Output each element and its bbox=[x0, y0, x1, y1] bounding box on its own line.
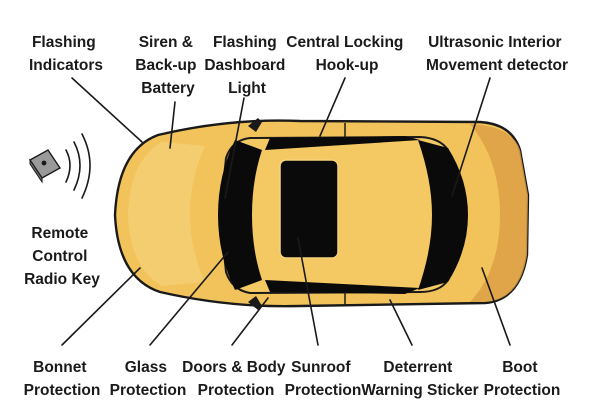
radio-signal-waves-icon bbox=[65, 133, 91, 199]
leader-doors-body bbox=[231, 297, 269, 346]
label-boot: Boot Protection bbox=[484, 359, 561, 399]
label-doors-body: Doors & Body Protection bbox=[182, 359, 290, 399]
label-glass: Glass Protection bbox=[110, 359, 187, 399]
label-flashing-indicators: Flashing Indicators bbox=[29, 34, 103, 74]
bonnet-highlight bbox=[128, 142, 205, 286]
leader-deterrent bbox=[389, 299, 413, 346]
rear-window-glass bbox=[418, 140, 468, 290]
remote-key-fob-icon bbox=[28, 149, 62, 184]
label-dashboard-light: Flashing Dashboard Light bbox=[204, 34, 289, 97]
car-top-view-icon bbox=[113, 118, 530, 310]
side-window-bottom bbox=[265, 280, 420, 294]
label-central-locking: Central Locking Hook-up bbox=[286, 34, 407, 74]
leader-central-locking bbox=[319, 77, 346, 137]
leader-bonnet bbox=[61, 267, 141, 346]
leader-ultrasonic bbox=[451, 77, 491, 197]
car-rear-shading bbox=[470, 124, 528, 302]
label-remote-key: Remote Control Radio Key bbox=[24, 225, 100, 288]
mirror-bottom bbox=[248, 296, 262, 310]
leader-sunroof bbox=[297, 237, 319, 346]
mirror-top bbox=[248, 118, 262, 132]
label-ultrasonic: Ultrasonic Interior Movement detector bbox=[426, 34, 568, 74]
leader-siren-battery bbox=[169, 101, 176, 149]
leader-glass bbox=[149, 251, 229, 346]
side-window-top bbox=[265, 136, 420, 150]
leader-dashboard-light bbox=[224, 97, 245, 199]
label-bonnet: Bonnet Protection bbox=[24, 359, 101, 399]
label-sunroof: Sunroof Protection bbox=[285, 359, 362, 399]
leader-flashing-indicators bbox=[71, 77, 143, 143]
label-siren-battery: Siren & Back-up Battery bbox=[135, 34, 200, 97]
label-deterrent: Deterrent Warning Sticker bbox=[361, 359, 478, 399]
sunroof-glass bbox=[279, 159, 339, 259]
leader-boot bbox=[481, 267, 511, 346]
